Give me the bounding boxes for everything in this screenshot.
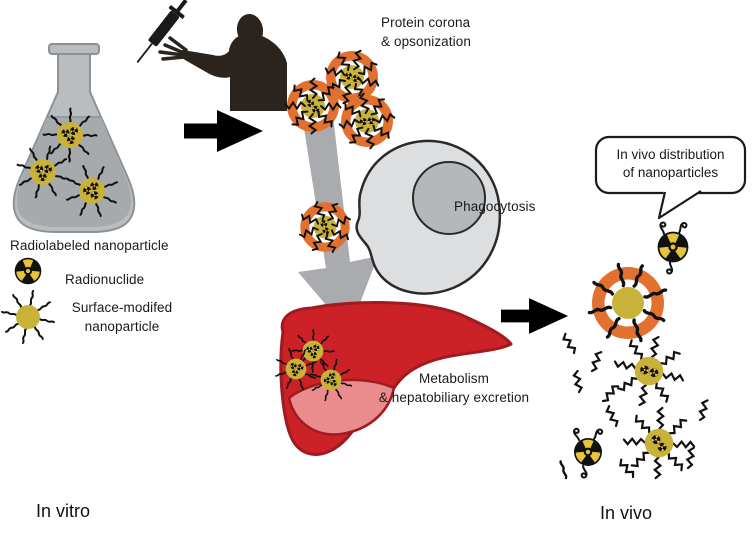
radionuclide-icon (15, 258, 42, 285)
bubble-text: In vivo distribution of nanoparticles (616, 147, 725, 180)
nanoparticle-icon (614, 336, 684, 406)
nanoparticle-icon (610, 394, 707, 491)
liver-icon (268, 301, 513, 456)
flask-icon (11, 43, 136, 233)
surface-modified-label: Surface-modifed nanoparticle (71, 300, 173, 334)
radiolabeled-nanoparticle-label: Radiolabeled nanoparticle (10, 238, 169, 253)
patient-silhouette-icon (158, 14, 287, 111)
corona-nanoparticle-icon (587, 262, 668, 343)
nanoparticle-icon (44, 109, 97, 162)
radionuclide-icon (571, 427, 604, 480)
macrophage-icon (355, 139, 502, 295)
in-vivo-caption: In vivo (600, 503, 653, 523)
syringe-icon (136, 0, 188, 64)
protein-corona-cluster (276, 50, 403, 157)
phagocytosis-label: Phagocytosis (454, 199, 536, 214)
nanoparticle-icon (0, 286, 59, 347)
radionuclide-label: Radionuclide (65, 272, 145, 287)
radionuclide-icon (658, 220, 689, 275)
in-vivo-field (558, 220, 710, 492)
cell-nucleus (412, 161, 486, 235)
metabolism-label: Metabolism & hepatobiliary excretion (378, 371, 530, 405)
protein-corona-label: Protein corona & opsonization (381, 15, 471, 49)
in-vitro-caption: In vitro (36, 501, 91, 521)
speech-bubble-icon (594, 135, 747, 220)
injection-arrow-icon (184, 110, 263, 152)
transfer-arrow-icon (501, 298, 569, 334)
